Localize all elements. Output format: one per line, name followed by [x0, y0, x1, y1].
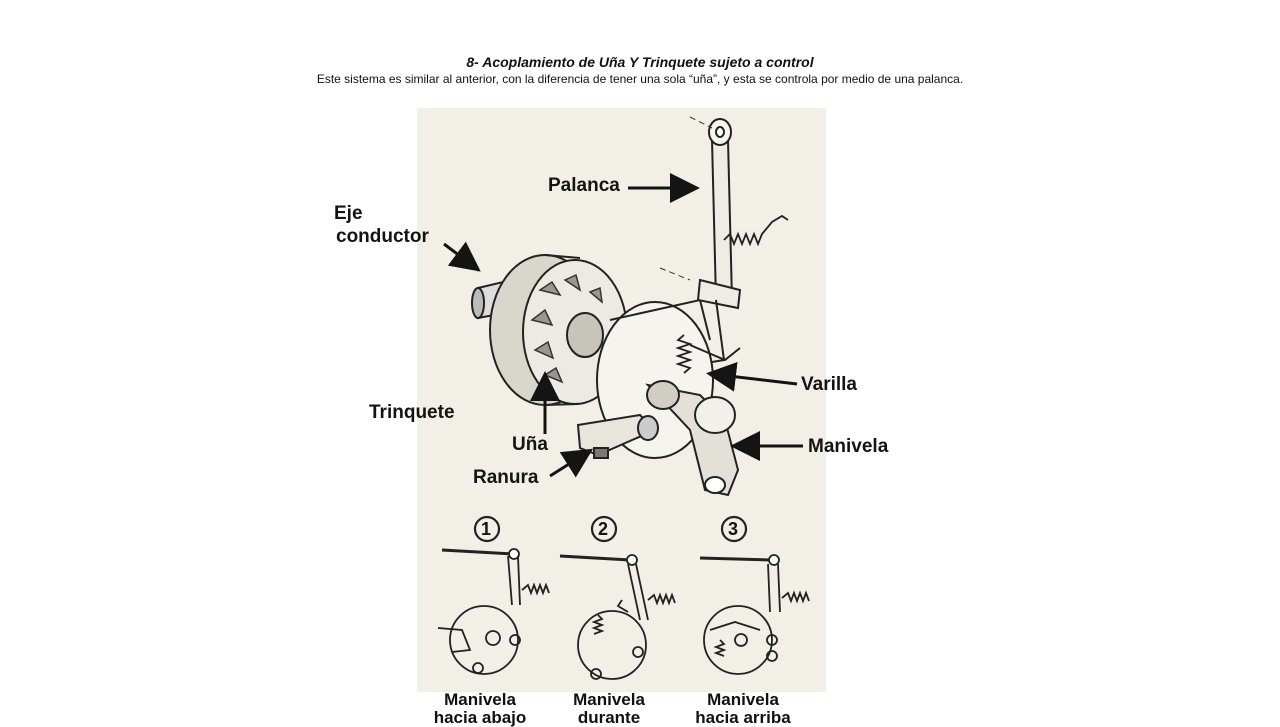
label-trinquete: Trinquete: [369, 402, 455, 423]
label-ranura: Ranura: [473, 467, 539, 488]
step-diagram-3: [699, 515, 810, 675]
pawl: [576, 413, 659, 459]
page-subtitle: Este sistema es similar al anterior, con…: [316, 72, 964, 86]
page-title: 8- Acoplamiento de Uña Y Trinquete sujet…: [466, 54, 814, 70]
step-diagram-2: [559, 515, 676, 680]
step-number-1: 1: [481, 519, 492, 539]
rod: [689, 344, 741, 362]
step-diagram-1: [437, 515, 550, 675]
step-caption-3-line1: Manivela: [707, 690, 779, 709]
step-caption-2-line2: durante: [577, 708, 641, 727]
step-caption-3-line2: hacia arriba: [695, 708, 791, 727]
arrow-eje: [443, 241, 481, 272]
arrow-varilla: [706, 361, 798, 392]
label-varilla: Varilla: [801, 374, 857, 395]
step-number-3: 3: [728, 519, 739, 539]
label-palanca: Palanca: [548, 175, 620, 196]
label-conductor: conductor: [336, 226, 429, 247]
label-eje: Eje: [334, 203, 363, 224]
arrow-ranura: [549, 448, 594, 478]
step-number-2: 2: [598, 519, 609, 539]
step-caption-2-line1: Manivela: [573, 690, 645, 709]
step-caption-1-line2: hacia abajo: [433, 708, 527, 727]
label-manivela: Manivela: [808, 436, 889, 457]
crank: [645, 380, 740, 497]
springs: [675, 214, 789, 374]
lever: [696, 118, 742, 363]
step-caption-1-line1: Manivela: [444, 690, 516, 709]
label-una: Uña: [512, 434, 548, 455]
